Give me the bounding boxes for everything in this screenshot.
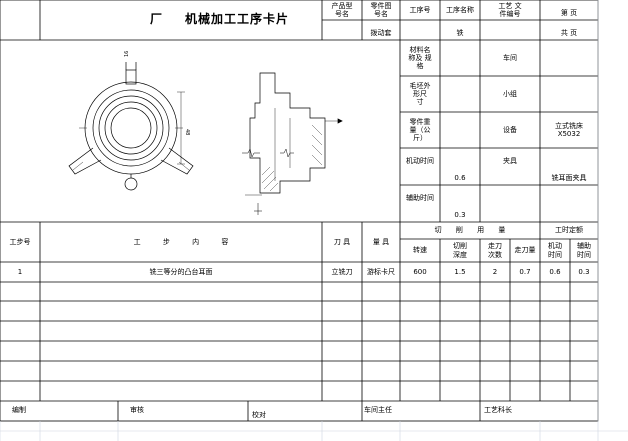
front-view bbox=[68, 62, 194, 191]
fixture-value: 铣耳面夹具 bbox=[551, 174, 587, 183]
step-content-header: 工 步 内 容 bbox=[133, 237, 229, 246]
passes-header: 走刀 次数 bbox=[488, 242, 502, 259]
proofread-label: 校对 bbox=[252, 410, 266, 419]
tool-header: 刀 具 bbox=[333, 237, 351, 246]
equipment-label: 设备 bbox=[503, 125, 517, 134]
row-tool: 立铣刀 bbox=[331, 267, 353, 276]
machine-time-header: 机动 时间 bbox=[548, 242, 562, 259]
cut-depth-header: 切削 深度 bbox=[453, 242, 467, 259]
aux-time-value: 0.3 bbox=[454, 211, 466, 220]
card-title: 机械加工工序卡片 bbox=[184, 12, 289, 27]
row-feed: 0.7 bbox=[519, 267, 531, 276]
equipment-value: 立式铣床 X5032 bbox=[555, 121, 583, 138]
material-label: 材料名 称及 规 格 bbox=[408, 45, 432, 71]
fixture-label: 夹具 bbox=[503, 156, 517, 165]
product-model-label: 产品型 号名 bbox=[331, 1, 353, 18]
dim-side-label: 48 bbox=[184, 129, 190, 135]
part-drawing: 16 48 bbox=[68, 51, 343, 215]
feed-header: 走刀量 bbox=[514, 246, 536, 255]
process-name-value: 铁 bbox=[456, 28, 464, 37]
machine-time-label: 机动时间 bbox=[406, 156, 434, 165]
part-weight-label: 零件重 量（公 斤） bbox=[409, 117, 431, 143]
time-quota-header: 工时定额 bbox=[555, 226, 583, 235]
row-speed: 600 bbox=[413, 267, 427, 276]
part-name-value: 拨动套 bbox=[370, 28, 392, 37]
row-machine-time: 0.6 bbox=[549, 267, 561, 276]
process-no-label: 工序号 bbox=[409, 5, 431, 14]
step-no-header: 工步号 bbox=[9, 237, 31, 246]
total-pages-label: 共 页 bbox=[560, 28, 578, 37]
process-name-label: 工序名称 bbox=[446, 5, 474, 14]
workshop-head-label: 车间主任 bbox=[364, 405, 392, 414]
aux-time-header: 辅助 时间 bbox=[577, 242, 591, 259]
row-passes: 2 bbox=[492, 267, 498, 276]
craft-file-label: 工艺 文 件编号 bbox=[498, 1, 522, 18]
row-aux-time: 0.3 bbox=[578, 267, 590, 276]
page-label: 第 页 bbox=[560, 8, 578, 17]
compiled-label: 编制 bbox=[12, 405, 26, 414]
workshop-label: 车间 bbox=[503, 53, 517, 62]
group-label: 小组 bbox=[503, 89, 517, 98]
dim-top-label: 16 bbox=[124, 51, 130, 57]
factory-label: 厂 bbox=[150, 12, 164, 27]
gauge-header: 量 具 bbox=[372, 237, 390, 246]
machine-time-value: 0.6 bbox=[454, 174, 466, 183]
part-drawing-label: 零件图 号名 bbox=[370, 1, 392, 18]
row-content: 铣三等分的凸台耳面 bbox=[149, 267, 213, 276]
craft-dept-label: 工艺科长 bbox=[484, 405, 512, 414]
aux-time-label: 辅助时间 bbox=[406, 193, 434, 202]
speed-header: 转速 bbox=[413, 246, 427, 255]
cutting-usage-header: 切 削 用 量 bbox=[434, 226, 506, 235]
reviewed-label: 审核 bbox=[130, 405, 144, 414]
row-gauge: 游标卡尺 bbox=[367, 267, 395, 276]
row-step-no: 1 bbox=[17, 267, 23, 276]
row-cut-depth: 1.5 bbox=[454, 267, 466, 276]
side-view bbox=[242, 72, 343, 215]
blank-size-label: 毛坯外 形尺 寸 bbox=[409, 81, 431, 107]
